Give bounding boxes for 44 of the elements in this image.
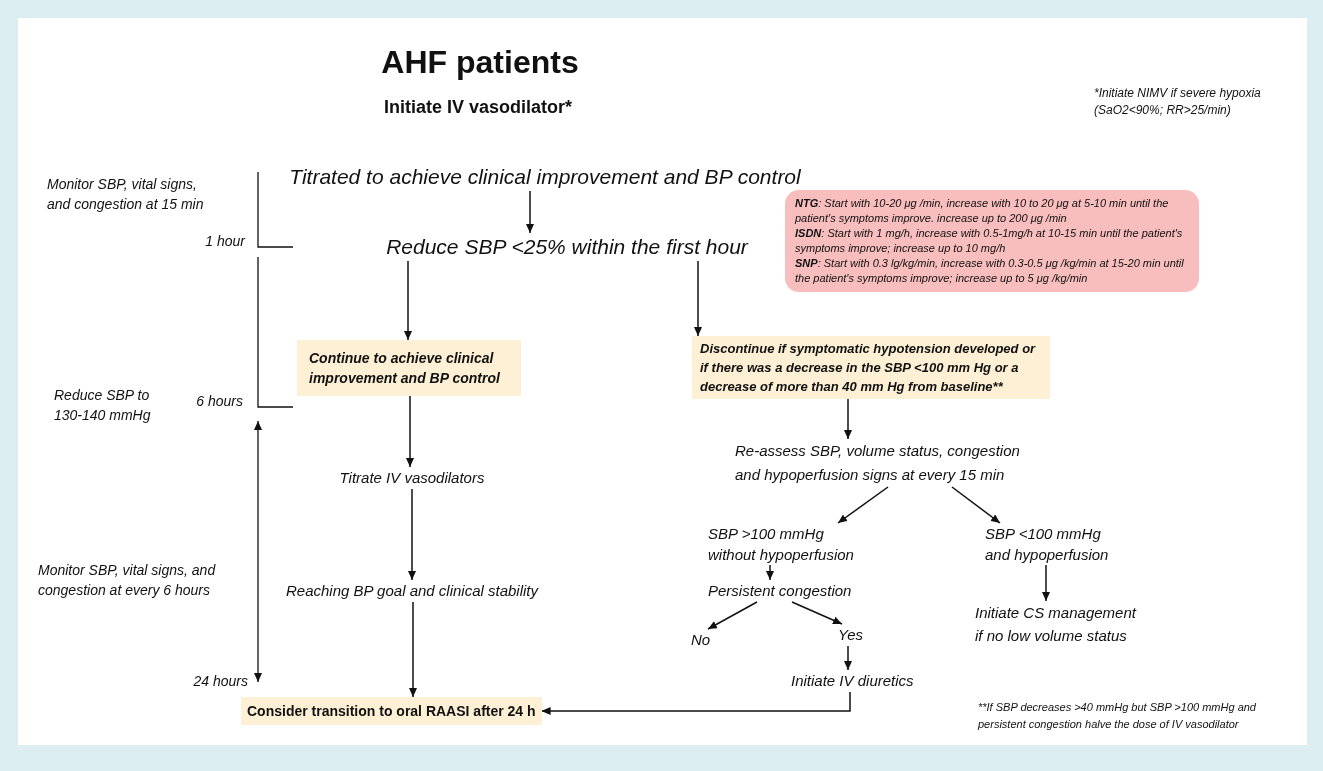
arrow [408, 488, 416, 581]
highlight-box: Discontinue if symptomatic hypotension developed or if there was a decrease in the SBP <100 mm Hg or a decrease of more than 40 mm Hg from baseline** [692, 336, 1050, 399]
arrow [791, 601, 843, 625]
timeline-note: Monitor SBP, vital signs, and congestion at 15 min [47, 175, 205, 214]
arrow [707, 601, 758, 630]
time-label: 1 hour [205, 232, 245, 251]
flow-step-text: Reduce SBP <25% within the first hour [384, 233, 750, 261]
footnote: **If SBP decreases >40 mmHg but SBP >100 mmHg and persistent congestion halve the dose of IV vasodilator [978, 700, 1257, 732]
timeline-note: Monitor SBP, vital signs, and congestion at every 6 hours [38, 561, 217, 600]
arrow [844, 645, 852, 671]
timeline-note: Reduce SBP to 130-140 mmHg [54, 386, 152, 425]
time-label: 24 hours [193, 672, 248, 691]
flow-step-text: Initiate IV diuretics [789, 670, 916, 692]
arrow [540, 691, 851, 715]
subtitle: Initiate IV vasodilator* [383, 96, 573, 119]
arrow [844, 398, 852, 440]
title: AHF patients [381, 43, 579, 82]
flow-step-text: SBP <100 mmHg and hypoperfusion [983, 523, 1119, 565]
flow-step-text: Titrated to achieve clinical improvement and BP control [287, 163, 803, 191]
flow-step-text: Re-assess SBP, volume status, congestion and hypoperfusion signs at every 15 min [733, 439, 1037, 487]
dosage-text: ISDN: Start with 1 mg/h, increase with 0.5-1mg/h at 10-15 min until the patient's symptoms improve; increase up to 10 mg/h [795, 226, 1184, 256]
flow-step-text: Reaching BP goal and clinical stability [283, 580, 541, 602]
flow-step-text: Initiate CS management if no low volume status [973, 601, 1143, 647]
arrow [404, 260, 412, 341]
footnote: *Initiate NIMV if severe hypoxia (SaO2<90%; RR>25/min) [1094, 85, 1262, 119]
arrow [409, 601, 417, 698]
flow-step-text: SBP >100 mmHg without hypoperfusion [706, 523, 865, 565]
arrow [526, 190, 534, 234]
arrow [837, 486, 889, 524]
highlight-box: Consider transition to oral RAASI after 24 h [241, 697, 542, 725]
dosage-text: NTG: Start with 10-20 μg /min, increase with 10 to 20 μg at 5-10 min until the patient's symptoms improve. increase up to 200 μg /min [795, 196, 1170, 226]
arrow [951, 486, 1001, 524]
flow-step-text: Persistent congestion [706, 580, 854, 602]
flow-step-text: No [689, 629, 713, 651]
dosage-note-box [785, 190, 1199, 292]
time-label: 6 hours [196, 392, 243, 411]
arrow [766, 564, 774, 581]
flow-step-text: Titrate IV vasodilators [337, 467, 487, 489]
arrow [1042, 564, 1050, 602]
dosage-text: SNP: Start with 0.3 lg/kg/min, increase with 0.3-0.5 μg /kg/min at 15-20 min until the patient's symptoms improve; increase up to 5 μg /kg/min [795, 256, 1185, 286]
arrow [406, 395, 414, 468]
arrow [694, 260, 702, 337]
flow-step-text: Yes [836, 624, 866, 646]
highlight-box: Continue to achieve clinical improvement and BP control [297, 340, 521, 396]
